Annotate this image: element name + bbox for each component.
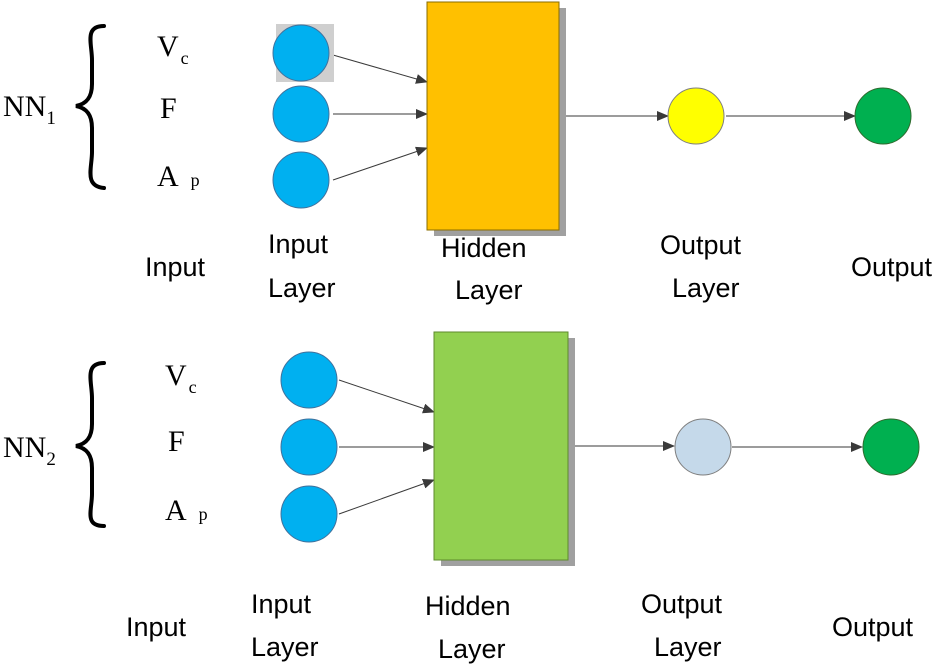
label-input-layer-1: Input <box>251 589 312 619</box>
label-input-layer-2: Layer <box>251 632 319 662</box>
label-output-layer-2: Layer <box>672 273 740 303</box>
network-2-name: NN2 <box>3 431 56 470</box>
label-hidden-layer-1: Hidden <box>441 233 527 263</box>
link-in3-hidden <box>338 478 435 515</box>
output-layer-node <box>674 418 732 476</box>
label-input-layer-2: Layer <box>268 273 336 303</box>
var-f: F <box>160 92 177 125</box>
label-output: Output <box>832 612 914 642</box>
label-input: Input <box>145 252 206 282</box>
network-2-brace <box>75 361 106 528</box>
input-node-3 <box>280 485 338 543</box>
output-layer-node <box>667 87 725 145</box>
link-in3-hidden <box>332 146 428 181</box>
label-output-layer-1: Output <box>660 230 742 260</box>
network-1-name: NN1 <box>3 90 56 129</box>
hidden-layer-box <box>433 331 569 561</box>
network-1-brace <box>75 24 106 190</box>
hidden-layer-box <box>426 1 560 231</box>
label-input-layer-1: Input <box>268 229 329 259</box>
link-in1-hidden <box>332 54 428 84</box>
input-node-1 <box>272 24 330 82</box>
input-node-2 <box>272 85 330 143</box>
label-input: Input <box>126 612 187 642</box>
input-node-1 <box>280 351 338 409</box>
label-hidden-layer-2: Layer <box>455 275 523 305</box>
input-node-2 <box>280 418 338 476</box>
var-f: F <box>168 425 185 458</box>
label-hidden-layer-1: Hidden <box>425 591 511 621</box>
label-output-layer-1: Output <box>641 589 723 619</box>
label-hidden-layer-2: Layer <box>438 634 506 664</box>
label-output: Output <box>851 252 933 282</box>
output-node <box>862 418 920 476</box>
label-output-layer-2: Layer <box>654 632 722 662</box>
link-in1-hidden <box>338 379 435 414</box>
output-node <box>854 87 912 145</box>
input-node-3 <box>272 151 330 209</box>
